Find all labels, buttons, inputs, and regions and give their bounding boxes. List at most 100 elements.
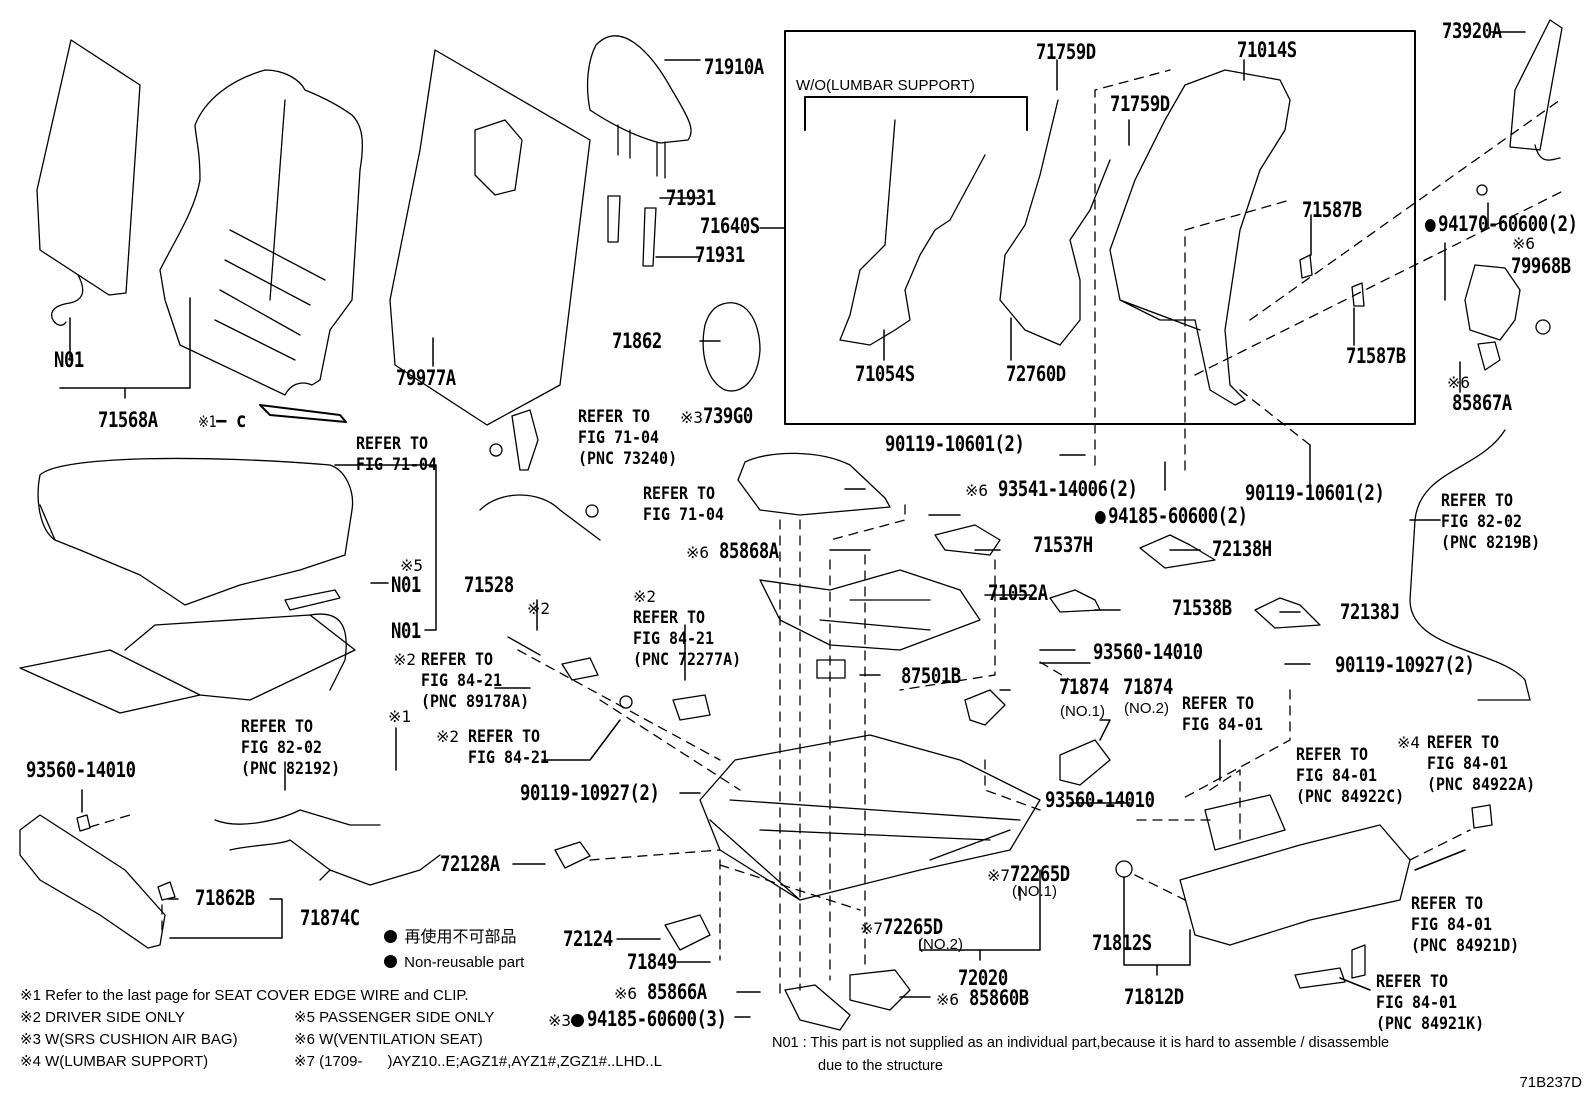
clip-icon (1115, 860, 1133, 878)
headrest-icon (586, 35, 692, 179)
part-label-71862b[interactable]: 71862B (195, 886, 255, 910)
part-label-72760d[interactable]: 72760D (1006, 362, 1066, 386)
n01-note: N01 : This part is not supplied as an in… (772, 1035, 1390, 1051)
part-sublabel-no2: (NO.2) (1124, 700, 1169, 717)
part-label-71862[interactable]: 71862 (612, 329, 662, 353)
part-label-72265d-no1[interactable]: ※772265D (987, 862, 1070, 886)
part-label-93560-14010[interactable]: 93560-14010 (1045, 788, 1155, 812)
part-label-71759d[interactable]: 71759D (1110, 92, 1170, 116)
part-label-71054s[interactable]: 71054S (855, 362, 915, 386)
switch-knob-icon (1294, 967, 1346, 989)
part-label-71014s[interactable]: 71014S (1237, 38, 1297, 62)
part-label-739g0[interactable]: ※3739G0 (680, 404, 753, 428)
part-label-72265d-no2[interactable]: ※772265D (860, 915, 943, 939)
non-reusable-dot-icon (1425, 219, 1436, 232)
note-mark-2: ※2 (527, 599, 551, 618)
part-label-85868a[interactable]: ※6 85868A (686, 539, 779, 563)
part-label-71568a[interactable]: 71568A (98, 408, 158, 432)
seatback-cover-icon (159, 69, 363, 423)
part-label-71874-no1[interactable]: 71874 (1059, 675, 1109, 699)
part-label-71874c[interactable]: 71874C (300, 906, 360, 930)
part-label-71538b[interactable]: 71538B (1172, 596, 1232, 620)
part-label-72124[interactable]: 72124 (563, 927, 613, 951)
part-label-71587b[interactable]: 71587B (1302, 198, 1362, 222)
part-sublabel-no1: (NO.1) (1012, 883, 1057, 900)
part-label-71931[interactable]: 71931 (695, 243, 745, 267)
part-label-90119-10927[interactable]: 90119-10927(2) (520, 781, 660, 805)
part-label-71528[interactable]: 71528 (464, 573, 514, 597)
leader-lines (59, 31, 1526, 1018)
part-label-79977a[interactable]: 79977A (396, 366, 456, 390)
part-label-n01[interactable]: N01 (391, 573, 421, 597)
part-label-90119-10927[interactable]: 90119-10927(2) (1335, 653, 1475, 677)
cushion-heater-icon (19, 614, 356, 714)
legend-jp: 再使用不可部品 (384, 930, 516, 946)
trim-icon (664, 914, 711, 951)
part-label-71910a[interactable]: 71910A (704, 55, 764, 79)
part-label-71537h[interactable]: 71537H (1033, 533, 1093, 557)
headrest-support-icon (642, 207, 657, 267)
part-label-72128a[interactable]: 72128A (440, 852, 500, 876)
part-label-71640s[interactable]: 71640S (700, 214, 760, 238)
footnote-1: ※1 Refer to the last page for SEAT COVER… (20, 987, 469, 1004)
part-label-72020[interactable]: 72020 (958, 966, 1008, 990)
part-label-71052a[interactable]: 71052A (988, 581, 1048, 605)
part-label-87501b[interactable]: 87501B (901, 664, 961, 688)
part-label-71587b[interactable]: 71587B (1346, 344, 1406, 368)
part-label-71759d[interactable]: 71759D (1036, 40, 1096, 64)
part-label-71812d[interactable]: 71812D (1124, 985, 1184, 1009)
part-label-71931[interactable]: 71931 (666, 186, 716, 210)
note-mark-5: ※5 (400, 556, 424, 575)
part-label-71812s[interactable]: 71812S (1092, 931, 1152, 955)
part-label-72138h[interactable]: 72138H (1212, 537, 1272, 561)
part-label-79968b[interactable]: 79968B (1511, 254, 1571, 278)
seatbelt-buckle-icon (479, 409, 601, 541)
clip-icon (964, 689, 1006, 726)
vent-duct-icon (784, 984, 851, 1031)
part-label-93560-14010[interactable]: 93560-14010 (26, 758, 136, 782)
part-label-85867a[interactable]: 85867A (1452, 391, 1512, 415)
part-label-71874-no2[interactable]: 71874 (1123, 675, 1173, 699)
lumbar-plate-icon (839, 119, 986, 346)
part-label-71849[interactable]: 71849 (627, 950, 677, 974)
part-label-n01[interactable]: N01 (391, 619, 421, 643)
note-mark-1: ※1 (388, 707, 412, 726)
connector-icon (561, 657, 599, 681)
part-sublabel-no2: (NO.2) (918, 936, 963, 953)
part-label-72138j[interactable]: 72138J (1340, 600, 1400, 624)
part-label-93560-14010[interactable]: 93560-14010 (1093, 640, 1203, 664)
bracket-icon (1299, 254, 1313, 279)
part-label-90119-10601[interactable]: 90119-10601(2) (885, 432, 1025, 456)
cushion-clip-icon (284, 589, 341, 611)
part-label-94185-60600[interactable]: 94185-60600(2) (1095, 506, 1248, 527)
part-label-93541-14006[interactable]: ※6 93541-14006(2) (965, 477, 1138, 501)
cushion-airbag-icon (737, 452, 891, 516)
screw-icon (76, 814, 91, 832)
inset-title: W/O(LUMBAR SUPPORT) (796, 77, 975, 94)
nut-icon (619, 695, 633, 709)
part-label-85860b[interactable]: ※6 85860B (936, 986, 1029, 1010)
part-label-n01[interactable]: N01 (54, 348, 84, 372)
part-label-94170-60600[interactable]: 94170-60600(2) (1425, 214, 1578, 235)
seatback-heater-icon (36, 39, 141, 326)
note-mark-6: ※6 (1512, 234, 1536, 253)
non-reusable-dot-icon (1095, 511, 1106, 524)
part-label-73920a[interactable]: 73920A (1442, 19, 1502, 43)
vent-fan-icon (1464, 264, 1521, 341)
part-label-90119-10601[interactable]: 90119-10601(2) (1245, 481, 1385, 505)
part-label-85866a[interactable]: ※6 85866A (614, 980, 707, 1004)
